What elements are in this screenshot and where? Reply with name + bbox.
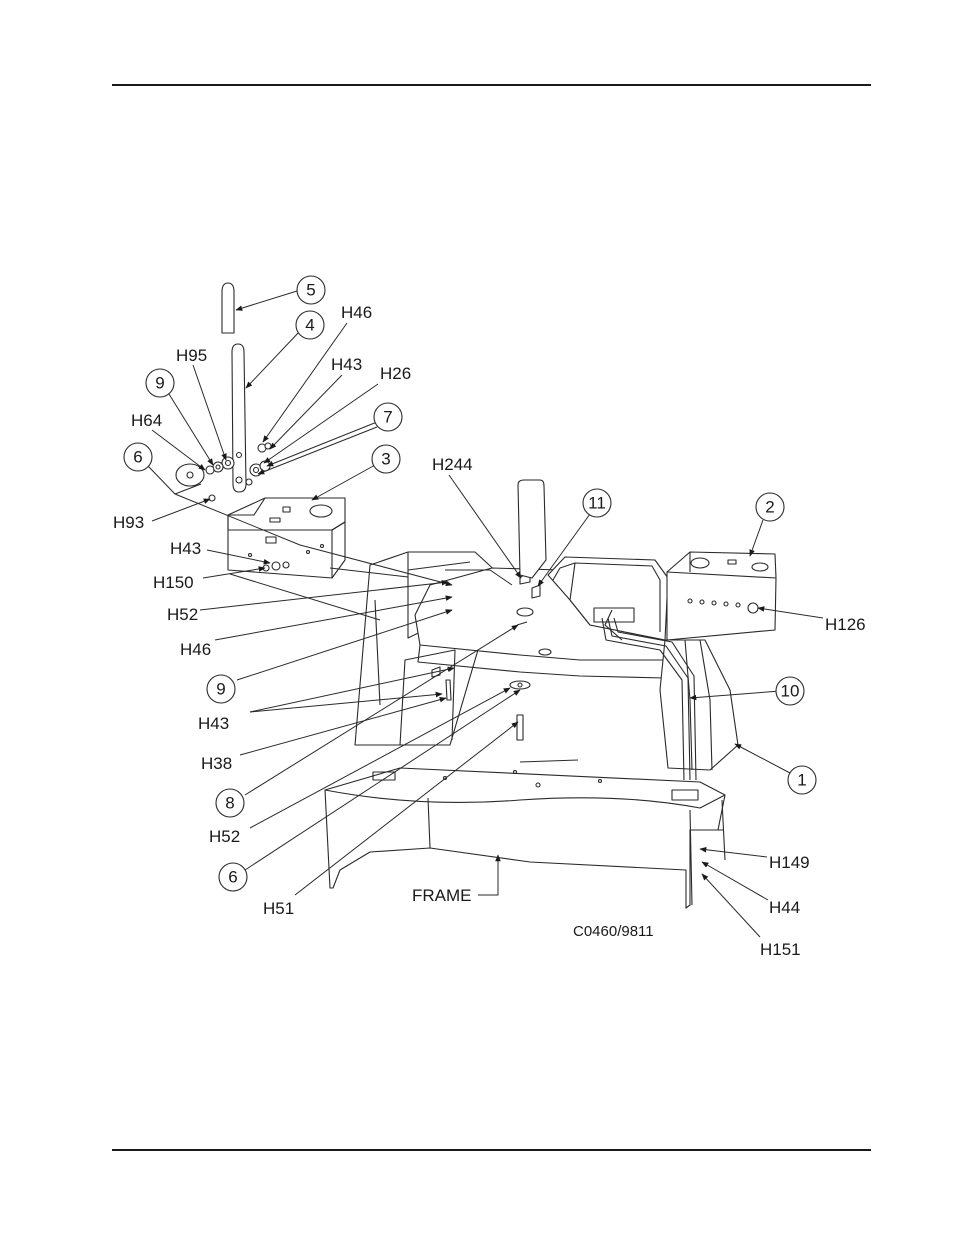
frame-part [324,759,726,909]
hardware-label-h52-lower: H52 [209,827,240,846]
balloon-6-lower-label: 6 [228,868,237,887]
hardware-label-h126: H126 [825,615,866,634]
balloon-8: 8 [215,788,245,818]
balloon-4-label: 4 [305,316,314,335]
control-bracket-part [227,497,346,579]
hardware-labels: H46 H95 H43 H26 H64 H244 H93 H43 H150 H5… [113,303,866,959]
balloon-4: 4 [295,310,325,340]
handle-grip-part [221,282,235,334]
hardware-label-h149: H149 [769,853,810,872]
balloon-7-label: 7 [383,408,392,427]
balloon-5: 5 [296,275,326,305]
balloon-3-label: 3 [381,450,390,469]
balloon-6-top: 6 [123,442,153,472]
hardware-label-h46-lower: H46 [180,640,211,659]
hardware-label-h44: H44 [769,898,800,917]
upright-tab-part [517,479,547,579]
hardware-label-h51: H51 [263,899,294,918]
balloon-11-label: 11 [588,494,606,513]
hardware-label-h43-bracket: H43 [170,539,201,558]
hardware-label-h46-top: H46 [341,303,372,322]
balloon-8-label: 8 [225,794,234,813]
hardware-label-h95: H95 [176,346,207,365]
balloon-5-label: 5 [306,281,315,300]
hardware-label-h151: H151 [760,940,801,959]
balloon-11: 11 [582,488,612,518]
cam-disc-part [175,463,205,487]
hardware-label-h38: H38 [201,754,232,773]
balloon-6-lower: 6 [218,862,248,892]
balloon-9-top-label: 9 [155,374,164,393]
right-control-box-part [666,551,777,641]
leader-lines [147,290,824,938]
right-housing-part [547,556,669,641]
balloon-6-top-label: 6 [133,448,142,467]
right-side-panel-part [659,639,739,771]
balloon-2-label: 2 [765,498,774,517]
balloon-9-lower: 9 [206,674,236,704]
figure-code: C0460/9811 [573,923,654,940]
balloon-1-label: 1 [797,771,806,790]
hardware-label-h52-upper: H52 [167,605,198,624]
balloon-7: 7 [373,402,403,432]
hardware-label-h26: H26 [380,364,411,383]
hardware-label-h244: H244 [432,455,473,474]
balloon-3: 3 [371,444,401,474]
balloon-2: 2 [755,492,785,522]
part-drawings [175,282,777,909]
balloon-10-label: 10 [781,682,800,701]
balloon-9-top: 9 [145,368,175,398]
center-pin-part [516,714,524,741]
frame-label: FRAME [412,886,472,905]
balloon-10: 10 [775,676,805,706]
hardware-label-h93: H93 [113,513,144,532]
hardware-label-h64: H64 [131,411,162,430]
hardware-label-h43-top: H43 [331,355,362,374]
balloon-9-lower-label: 9 [216,680,225,699]
header-rule [112,84,871,86]
cable-harness-part [601,617,697,781]
hardware-label-h150: H150 [153,573,194,592]
footer-rule [112,1149,871,1151]
box-indicator-holes [687,598,741,608]
handle-lever-part [231,343,247,493]
balloon-1: 1 [787,765,817,795]
center-washer-part [509,680,531,690]
hardware-label-h43-lower: H43 [198,714,229,733]
